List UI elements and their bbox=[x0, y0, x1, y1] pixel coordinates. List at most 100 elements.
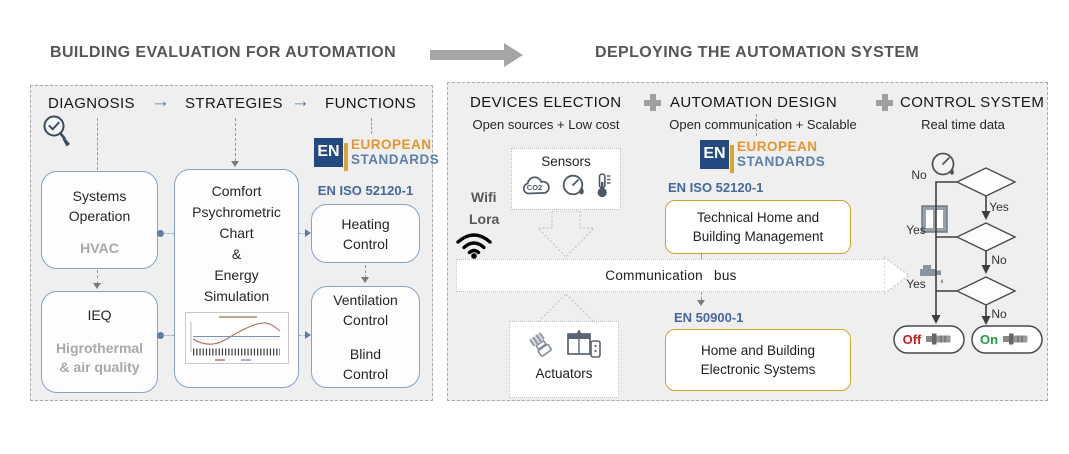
branch-label-no: No bbox=[991, 307, 1007, 321]
blind-actuator-icon bbox=[567, 330, 601, 358]
connector-diagnosis-systems bbox=[97, 118, 98, 170]
gauge-condition-icon bbox=[931, 152, 955, 176]
comfort-strategies-box: Comfort Psychrometric Chart & Energy Sim… bbox=[174, 169, 299, 388]
comfort-line: Chart bbox=[219, 225, 254, 241]
link-dot bbox=[157, 230, 164, 237]
link-comfort-ventilation bbox=[299, 335, 306, 336]
branch-label-no: No bbox=[991, 253, 1007, 267]
control-system-subtitle: Real time data bbox=[921, 117, 1005, 132]
connector-systems-ieq bbox=[97, 270, 98, 284]
systems-operation-box: Systems Operation HVAC bbox=[41, 171, 158, 269]
decision-diamond-2 bbox=[955, 222, 1017, 252]
off-terminal: Off bbox=[893, 325, 965, 354]
lora-label: Lora bbox=[469, 211, 500, 227]
link-systems-comfort bbox=[163, 233, 174, 234]
systems-operation-subtitle: HVAC bbox=[80, 240, 119, 256]
blind-line: Blind bbox=[349, 346, 382, 362]
logo-word-european: EUROPEAN bbox=[351, 137, 432, 152]
control-system-flowchart: No Yes Yes No Yes No Off On bbox=[893, 152, 1043, 354]
wifi-label: Wifi bbox=[471, 189, 497, 205]
left-title: BUILDING EVALUATION FOR AUTOMATION bbox=[50, 44, 397, 61]
building-evaluation-panel: DIAGNOSIS → STRATEGIES → FUNCTIONS Syste… bbox=[30, 85, 439, 401]
home-building-electronic-box: Home and Building Electronic Systems bbox=[665, 329, 851, 391]
automation-design-subtitle: Open communication + Scalable bbox=[669, 117, 857, 132]
tech-box-line: Technical Home and bbox=[696, 210, 820, 225]
decision-diamond-1 bbox=[955, 167, 1017, 197]
actuators-to-bus-arrow bbox=[538, 294, 594, 322]
window-condition-icon bbox=[921, 205, 948, 233]
radiator-valve-actuator-icon bbox=[529, 332, 552, 357]
en-logo-mark: EN bbox=[314, 137, 348, 171]
logo-word-european: EUROPEAN bbox=[737, 139, 818, 154]
actuators-box: Actuators bbox=[509, 321, 619, 398]
heating-control-box: Heating Control bbox=[311, 204, 420, 263]
comfort-line: Energy bbox=[214, 267, 259, 283]
column-header-diagnosis: DIAGNOSIS bbox=[48, 95, 135, 112]
ieq-title: IEQ bbox=[87, 307, 112, 323]
deploying-automation-panel: DEVICES ELECTION AUTOMATION DESIGN CONTR… bbox=[447, 82, 1048, 401]
sensors-box: Sensors CO2 bbox=[511, 148, 621, 210]
connector-functions-logo bbox=[371, 118, 372, 134]
ieq-box: IEQ Higrothermal & air quality bbox=[41, 291, 158, 393]
arrowhead-down bbox=[93, 283, 101, 289]
communication-bus: Communication bus bbox=[456, 259, 886, 292]
column-header-functions: FUNCTIONS bbox=[325, 95, 417, 112]
home-box-line: Electronic Systems bbox=[700, 362, 816, 377]
systems-operation-line2: Operation bbox=[68, 208, 131, 224]
standard-label-en-50900: EN 50900-1 bbox=[674, 310, 744, 325]
arrowhead-down bbox=[697, 300, 705, 306]
comfort-line: Psychrometric bbox=[192, 204, 281, 220]
ventilation-line: Control bbox=[342, 312, 389, 328]
transition-arrow-shaft bbox=[430, 50, 504, 60]
branch-label-no: No bbox=[911, 168, 927, 182]
link-dot bbox=[157, 332, 164, 339]
connector-tech-bus bbox=[701, 254, 702, 259]
heating-line: Heating bbox=[341, 215, 390, 232]
systems-operation-line1: Systems bbox=[72, 188, 127, 204]
connector-heating-ventilation bbox=[365, 265, 366, 278]
sensors-to-bus-arrow bbox=[538, 211, 594, 258]
thermometer-icon bbox=[597, 173, 611, 198]
devices-subtitle: Open sources + Low cost bbox=[472, 117, 620, 132]
arrowhead-down bbox=[361, 277, 369, 283]
psychrometric-chart-thumbnail bbox=[184, 312, 289, 364]
valve-icon bbox=[926, 333, 951, 345]
technical-home-building-box: Technical Home and Building Management bbox=[665, 200, 851, 254]
branch-label-yes: Yes bbox=[906, 223, 926, 237]
on-label: On bbox=[980, 332, 998, 347]
logo-word-standards: STANDARDS bbox=[737, 154, 826, 169]
link-ieq-comfort bbox=[163, 335, 174, 336]
branch-label-yes: Yes bbox=[906, 277, 926, 291]
on-terminal: On bbox=[971, 325, 1043, 354]
comfort-line: Simulation bbox=[203, 288, 270, 304]
right-title: DEPLOYING THE AUTOMATION SYSTEM bbox=[595, 44, 920, 61]
column-header-devices: DEVICES ELECTION bbox=[470, 94, 622, 111]
wifi-icon bbox=[456, 233, 492, 259]
blind-line: Control bbox=[342, 366, 389, 382]
ieq-subtitle-line2: & air quality bbox=[59, 359, 140, 375]
comfort-line: Comfort bbox=[211, 183, 262, 199]
transition-arrow-head bbox=[504, 43, 523, 67]
column-header-strategies: STRATEGIES bbox=[185, 95, 283, 112]
connector-design-logo bbox=[756, 114, 757, 136]
communication-bus-label: Communication bus bbox=[605, 268, 737, 283]
arrowhead-down bbox=[231, 161, 239, 167]
decision-diamond-3 bbox=[955, 276, 1017, 306]
european-standards-logo: EN EUROPEAN STANDARDS bbox=[314, 137, 440, 171]
valve-condition-icon bbox=[920, 265, 944, 284]
arrowhead-right bbox=[305, 229, 311, 237]
co2-sensor-icon: CO2 bbox=[522, 175, 550, 194]
en-logo-mark: EN bbox=[700, 139, 734, 173]
european-standards-logo: EN EUROPEAN STANDARDS bbox=[700, 139, 826, 173]
heating-line: Control bbox=[342, 235, 389, 252]
column-header-automation-design: AUTOMATION DESIGN bbox=[670, 94, 838, 111]
humidity-gauge-icon bbox=[562, 174, 584, 195]
plus-icon bbox=[876, 94, 893, 111]
ieq-subtitle-line1: Higrothermal bbox=[55, 340, 144, 356]
logo-word-standards: STANDARDS bbox=[351, 152, 440, 167]
ventilation-line: Ventilation bbox=[333, 292, 398, 308]
standard-label-en-iso-52120: EN ISO 52120-1 bbox=[317, 183, 414, 198]
comfort-line: & bbox=[231, 246, 242, 262]
sensors-label: Sensors bbox=[541, 154, 591, 169]
